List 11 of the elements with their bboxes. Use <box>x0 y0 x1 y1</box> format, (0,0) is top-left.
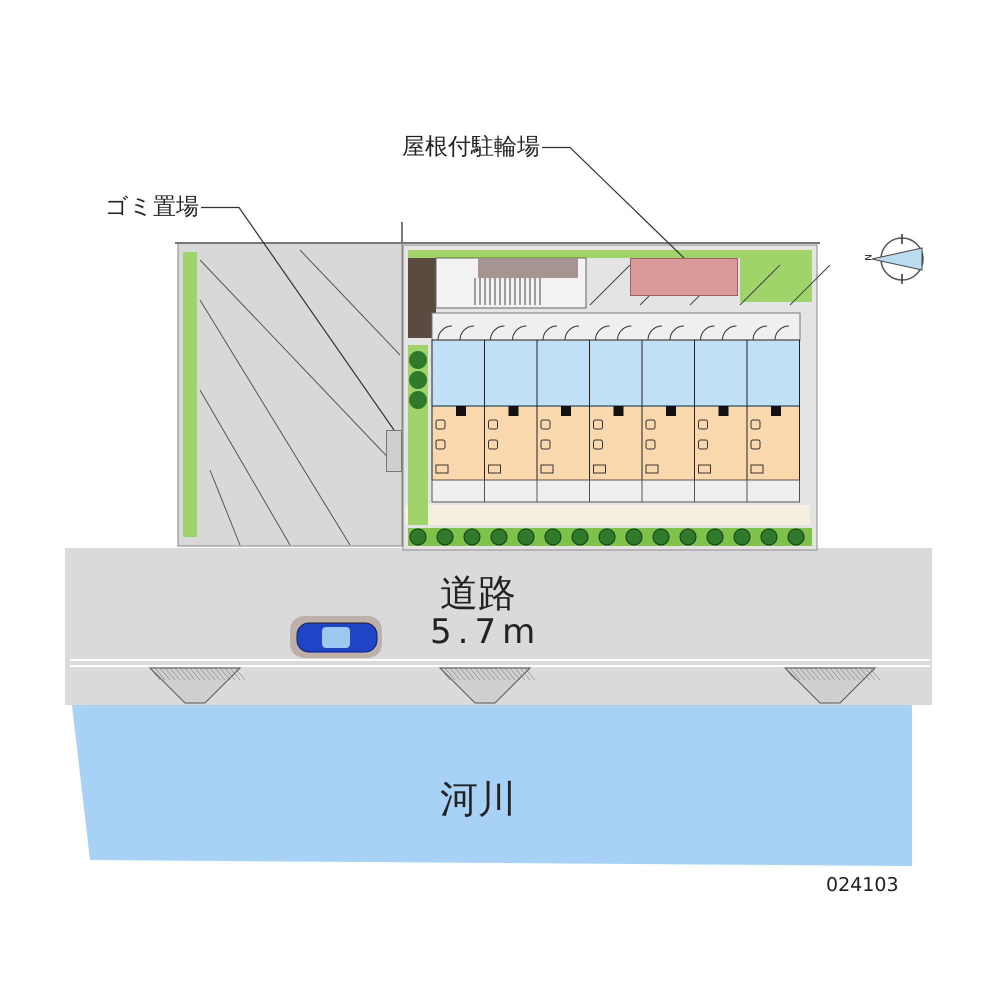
garbage-area <box>386 430 402 472</box>
river-label: 河川 <box>440 780 516 818</box>
callout-label: 屋根付駐輪場 <box>402 136 540 159</box>
road-label: 道路 <box>440 574 516 612</box>
leader-line <box>542 146 684 258</box>
bicycle-shelter <box>630 258 738 296</box>
road-width-label: 5.7m <box>430 615 542 649</box>
north-mark: N <box>862 254 871 261</box>
plan-number: 024103 <box>826 876 899 895</box>
callout-label: ゴミ置場 <box>105 196 199 219</box>
leader-line <box>201 206 394 430</box>
